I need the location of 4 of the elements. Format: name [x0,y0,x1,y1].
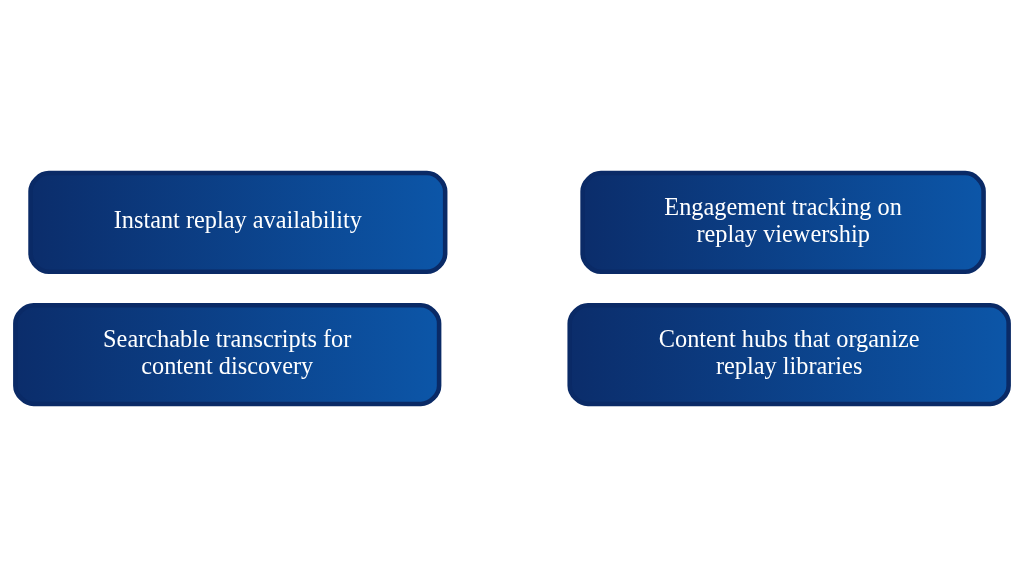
node-box: Content hubs that organize replay libraries [567,302,1011,406]
node-box: Searchable transcripts for content discovery [13,302,442,406]
node-box: Engagement tracking on replay viewership [580,170,986,274]
node-box: Instant replay availability [28,170,448,274]
